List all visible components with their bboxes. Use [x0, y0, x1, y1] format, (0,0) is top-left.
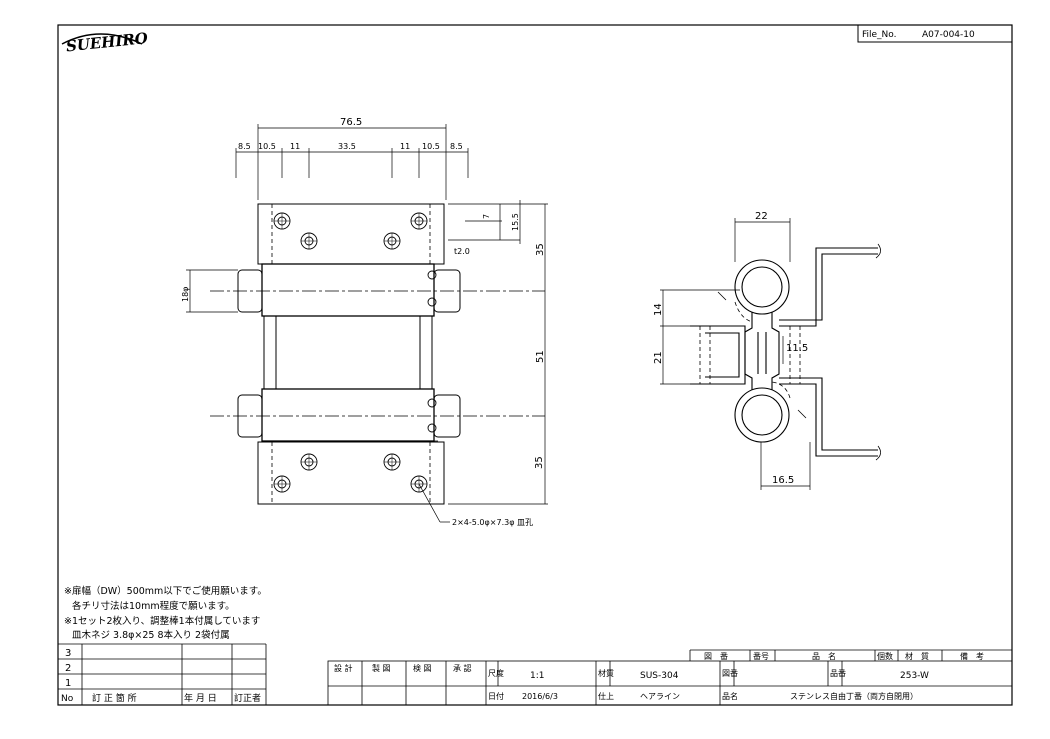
title-block [327, 649, 1013, 706]
revision-table [58, 643, 267, 705]
name-label: 品名 [722, 691, 738, 701]
dim-51: 51 [535, 350, 546, 363]
date-value: 2016/6/3 [522, 692, 558, 701]
approval-approve: 承 認 [453, 663, 472, 673]
rev-row-1: 1 [65, 678, 71, 689]
finish-value: ヘアライン [640, 692, 680, 701]
rev-header-location: 訂 正 箇 所 [92, 692, 137, 704]
file-number-box: File_No. A07-004-10 [857, 24, 1013, 43]
material-value: SUS-304 [640, 671, 679, 681]
dim-16-5: 16.5 [772, 475, 794, 486]
dim-14: 14 [653, 303, 664, 316]
dim-7: 7 [482, 214, 491, 219]
suehiro-logo: SUEHIRO [61, 29, 149, 56]
finish-label: 仕上 [598, 691, 614, 701]
material-label: 材質 [598, 668, 614, 678]
front-view-dimensions [186, 124, 548, 523]
plist-remarks: 備 考 [960, 651, 984, 661]
plist-qty: 個数 [877, 651, 893, 661]
part-no-label: 品番 [830, 668, 846, 678]
rev-row-3: 3 [65, 648, 71, 659]
plist-material: 材 質 [905, 651, 929, 661]
dim-11-5: 11.5 [786, 343, 808, 354]
approval-drafting: 製 図 [372, 663, 391, 673]
dim-top-2: 10.5 [258, 142, 276, 151]
dim-35-top: 35 [535, 243, 546, 256]
side-view [690, 243, 881, 461]
note-4: 皿木ネジ 3.8φ×25 8本入り 2袋付属 [72, 629, 230, 641]
dim-thickness: t2.0 [454, 247, 470, 256]
plist-number: 番号 [753, 651, 769, 661]
approval-design: 設 計 [334, 663, 353, 673]
part-no-value: 253-W [900, 671, 929, 681]
date-label: 日付 [488, 691, 504, 701]
dim-top-1: 8.5 [238, 142, 251, 151]
drawing-no-label: 図番 [722, 668, 738, 678]
front-view [210, 203, 545, 505]
dim-35-bottom: 35 [534, 456, 545, 469]
plist-drawing-no: 図 番 [704, 651, 728, 661]
plist-name: 品 名 [812, 651, 836, 661]
dim-knuckle-dia: 18φ [181, 287, 190, 302]
note-1: ※扉幅（DW）500mm以下でご使用願います。 [64, 585, 267, 597]
note-3: ※1セット2枚入り、調整棒1本付属しています [64, 615, 260, 627]
dim-top-6: 10.5 [422, 142, 440, 151]
name-value: ステンレス自由丁番（両方自閉用） [790, 691, 918, 701]
approval-check: 検 図 [413, 663, 432, 673]
dim-top-7: 8.5 [450, 142, 463, 151]
rev-header-date: 年 月 日 [184, 692, 217, 704]
hole-note: 2×4-5.0φ×7.3φ 皿孔 [452, 518, 533, 527]
rev-row-2: 2 [65, 663, 71, 674]
dim-overall-width: 76.5 [340, 117, 362, 128]
rev-header-person: 訂正者 [234, 692, 261, 704]
note-2: 各チリ寸法は10mm程度で願います。 [72, 600, 235, 612]
file-no-label: File_No. [862, 30, 897, 40]
dim-top-4: 33.5 [338, 142, 356, 151]
dim-15-5: 15.5 [511, 213, 520, 231]
dim-21: 21 [653, 351, 664, 364]
scale-value: 1:1 [530, 671, 544, 681]
side-view-dimensions [660, 218, 811, 490]
logo-text: SUEHIRO [65, 29, 149, 55]
rev-header-no: No [61, 694, 74, 704]
notes: ※扉幅（DW）500mm以下でご使用願います。 各チリ寸法は10mm程度で願いま… [64, 585, 267, 641]
scale-label: 尺度 [488, 668, 504, 678]
dim-top-3: 11 [290, 142, 300, 151]
file-no-value: A07-004-10 [922, 30, 975, 40]
dim-top-5: 11 [400, 142, 410, 151]
dim-22: 22 [755, 211, 768, 222]
